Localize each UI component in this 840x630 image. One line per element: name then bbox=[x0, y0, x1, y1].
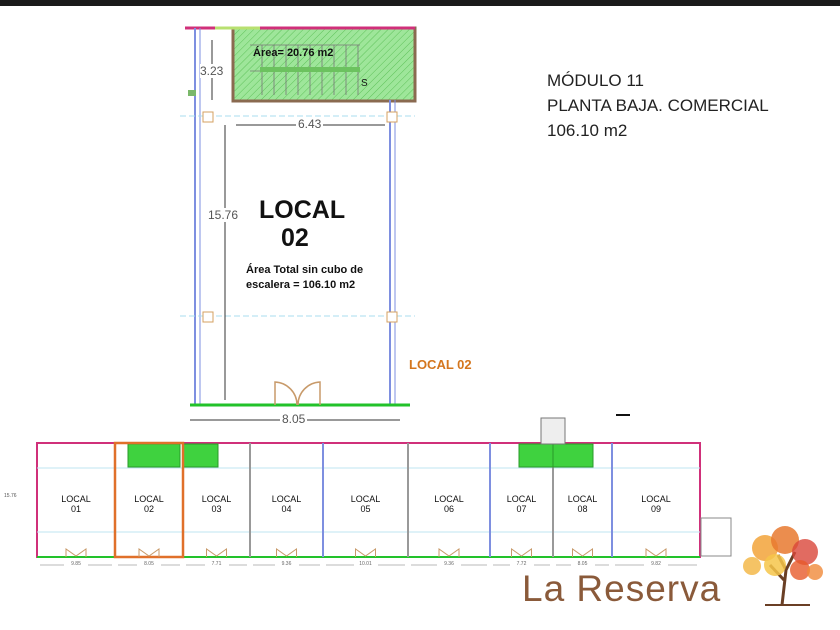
door-icon bbox=[138, 548, 160, 557]
area-line-2: escalera = 106.10 m2 bbox=[246, 279, 356, 291]
door-icon bbox=[355, 548, 376, 557]
dim-width: 8.05 bbox=[280, 412, 308, 426]
annex bbox=[700, 517, 732, 557]
stair-mark: S bbox=[361, 78, 368, 89]
local-width-dim: 8.05 bbox=[137, 561, 161, 567]
module-title: MÓDULO 11 bbox=[547, 71, 644, 90]
local-number: 02 bbox=[281, 224, 309, 252]
local-number: 02 bbox=[143, 504, 154, 514]
door-icon bbox=[645, 548, 667, 557]
area-line-1: Área Total sin cubo de bbox=[246, 264, 364, 276]
local-title: LOCAL bbox=[350, 494, 381, 504]
brand-logo-text: La Reserva bbox=[522, 568, 722, 609]
local-number: 04 bbox=[281, 504, 292, 514]
door-icon bbox=[438, 548, 460, 557]
local-number: 01 bbox=[70, 504, 81, 514]
local-tag: LOCAL 02 bbox=[409, 357, 472, 372]
local-title: LOCAL bbox=[434, 494, 464, 504]
local-width-dim: 8.05 bbox=[570, 561, 595, 567]
local-title: LOCAL bbox=[259, 196, 346, 224]
local-title: LOCAL bbox=[201, 494, 232, 504]
door-icon bbox=[276, 548, 297, 557]
stair-block bbox=[127, 443, 181, 468]
dim-height: 15.76 bbox=[208, 208, 239, 222]
local-number: 07 bbox=[516, 504, 527, 514]
dim-stair: 3.23 bbox=[200, 64, 224, 78]
local-title: LOCAL bbox=[61, 494, 91, 504]
local-title: LOCAL bbox=[271, 494, 302, 504]
local-width-dim: 7.71 bbox=[204, 561, 229, 567]
local-width-dim: 9.85 bbox=[64, 561, 88, 567]
local-number: 06 bbox=[443, 504, 454, 514]
local-title: LOCAL bbox=[134, 494, 164, 504]
local-width-dim: 9.36 bbox=[274, 561, 299, 567]
local-number: 08 bbox=[577, 504, 588, 514]
stair-block bbox=[231, 26, 417, 103]
local-width-dim: 7.72 bbox=[509, 561, 534, 567]
local-width-dim: 9.82 bbox=[644, 561, 668, 567]
module-info: MÓDULO 11 PLANTA BAJA. COMERCIAL 106.10 … bbox=[547, 68, 769, 143]
top-bar bbox=[0, 0, 840, 6]
local-width-dim: 10.01 bbox=[353, 561, 378, 567]
stair-block bbox=[552, 443, 594, 468]
local-number: 05 bbox=[360, 504, 371, 514]
door-icon bbox=[511, 548, 532, 557]
local-title: LOCAL bbox=[506, 494, 537, 504]
stair-block bbox=[182, 443, 219, 468]
door-icon bbox=[572, 548, 593, 557]
local-title: LOCAL bbox=[641, 494, 671, 504]
local-title: LOCAL bbox=[567, 494, 598, 504]
area-total: 106.10 m2 bbox=[547, 121, 628, 140]
tree-logo-icon bbox=[743, 526, 823, 606]
stair-block bbox=[518, 443, 554, 468]
door-icon bbox=[65, 548, 87, 557]
door-icon bbox=[206, 548, 227, 557]
door-icon bbox=[274, 381, 321, 406]
highlight-local-02 bbox=[113, 441, 185, 559]
floor-label: PLANTA BAJA. COMERCIAL bbox=[547, 96, 769, 115]
side-dim: 15.76 bbox=[4, 493, 17, 499]
local-02-plan bbox=[180, 26, 417, 421]
stair-access bbox=[540, 417, 566, 445]
dim-width-inner: 6.43 bbox=[296, 117, 324, 131]
stair-area-label: Área= 20.76 m2 bbox=[253, 47, 334, 59]
local-number: 03 bbox=[211, 504, 222, 514]
module-plan bbox=[36, 414, 732, 566]
local-number: 09 bbox=[650, 504, 661, 514]
local-width-dim: 9.36 bbox=[437, 561, 461, 567]
